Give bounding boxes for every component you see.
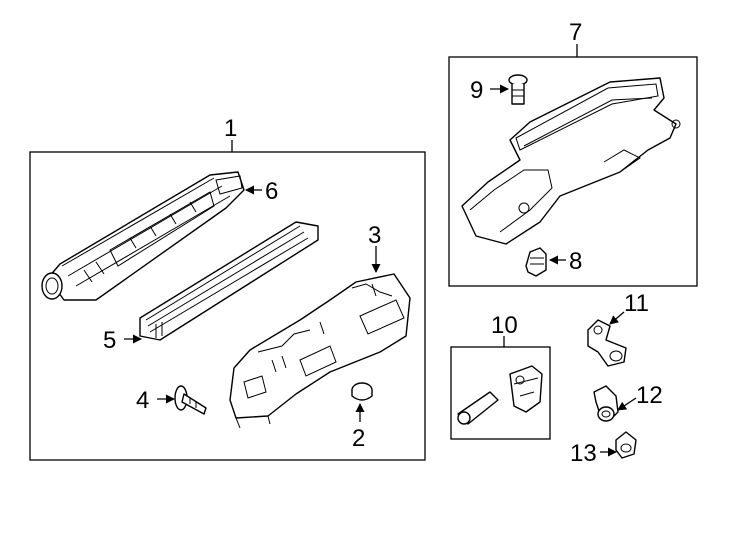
callout-3: 3: [368, 222, 381, 249]
part-10-sensor-assembly: [457, 365, 543, 425]
callout-13: 13: [570, 440, 597, 467]
part-7-inlet-duct: [461, 77, 681, 245]
callout-9: 9: [470, 77, 483, 104]
part-2-grommet: [351, 382, 373, 401]
part-12-elbow: [593, 385, 619, 422]
callout-6: 6: [265, 178, 278, 205]
group-box-7: [448, 56, 698, 287]
callout-2: 2: [352, 425, 365, 452]
group-box-1: [29, 151, 426, 461]
leader-12: [617, 397, 637, 411]
callout-4: 4: [136, 387, 149, 414]
group-box-10: [450, 346, 551, 440]
part-4-bolt: [174, 385, 207, 415]
part-13-cap: [615, 431, 637, 459]
callout-5: 5: [103, 327, 116, 354]
callout-8: 8: [569, 248, 582, 275]
callout-1: 1: [224, 115, 237, 142]
part-8-clip: [525, 247, 547, 277]
callout-7: 7: [569, 19, 582, 46]
part-3-lower-housing: [229, 273, 411, 429]
callout-10: 10: [491, 312, 518, 339]
callout-11: 11: [624, 290, 649, 317]
callout-12: 12: [636, 382, 663, 409]
leader-11: [609, 311, 625, 325]
part-11-fitting: [587, 319, 627, 367]
part-9-push-pin: [508, 74, 528, 105]
part-5-filter-element: [139, 221, 319, 341]
part-6-upper-housing: [41, 171, 245, 301]
